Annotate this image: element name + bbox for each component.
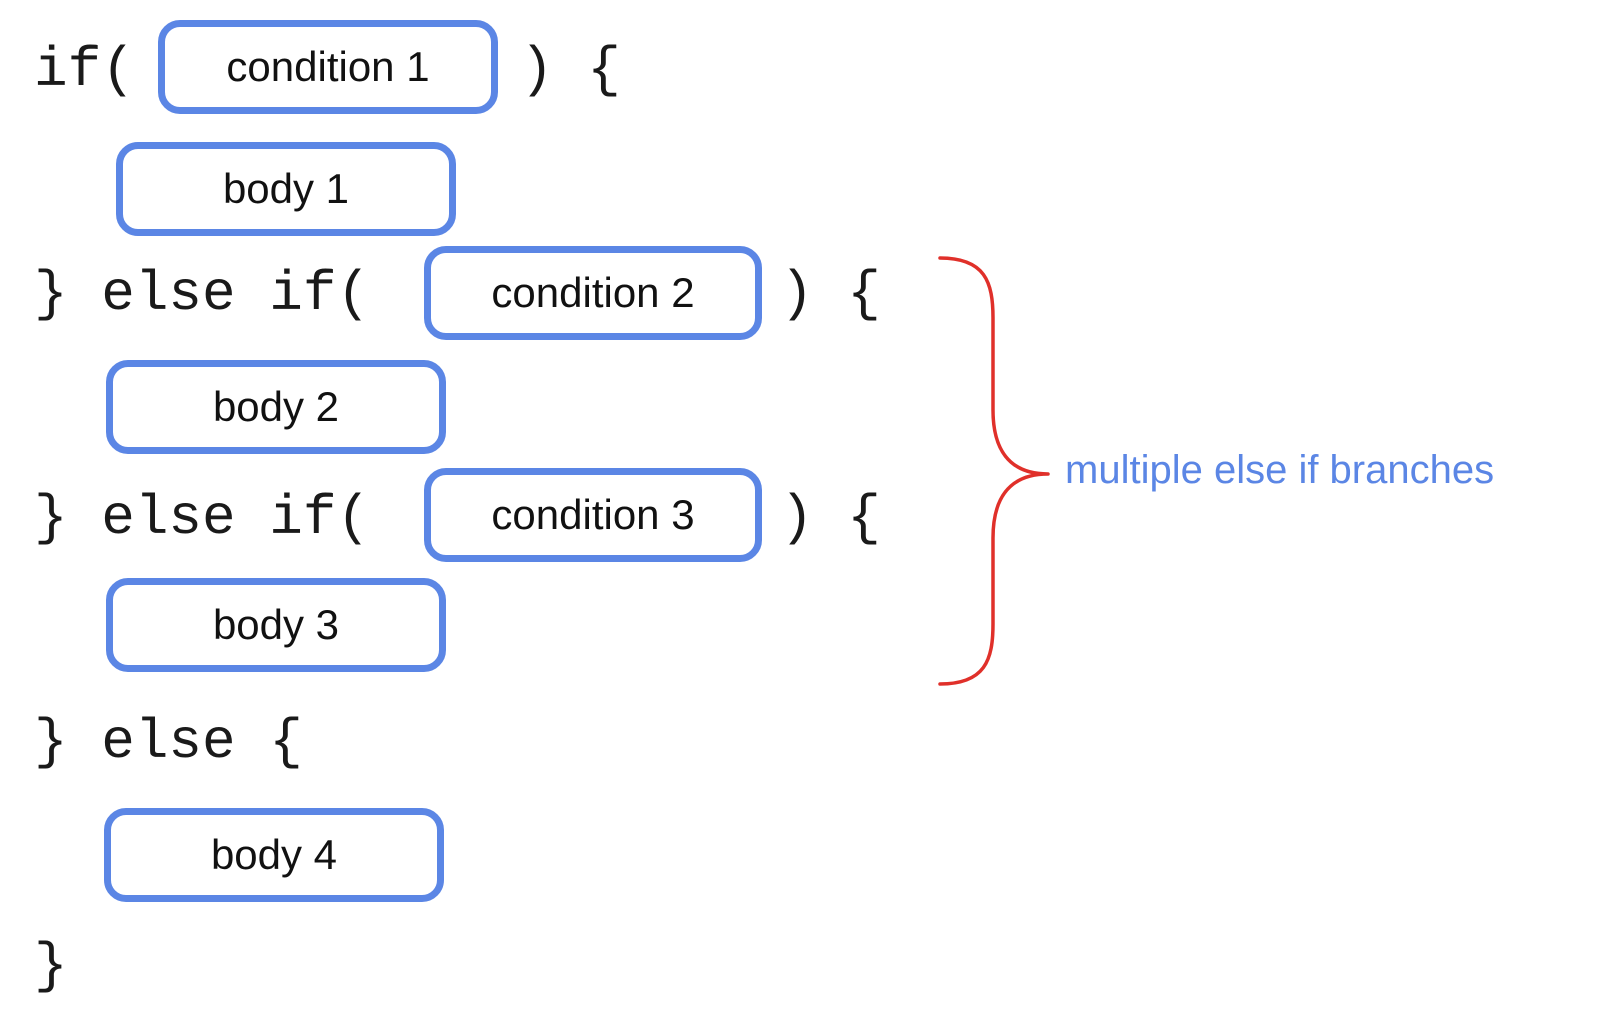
body-3-box: body 3 (106, 578, 446, 672)
else-if-1-close-paren-brace: ) { (780, 262, 881, 326)
else-keyword: } else { (34, 710, 303, 774)
body-2-box: body 2 (106, 360, 446, 454)
body-4-box: body 4 (104, 808, 444, 902)
else-if-2-close-paren-brace: ) { (780, 486, 881, 550)
condition-3-box: condition 3 (424, 468, 762, 562)
else-if-keyword-1: } else if( (34, 262, 371, 326)
if-close-paren-brace: ) { (520, 38, 621, 102)
curly-brace-path (938, 256, 1050, 686)
body-1-box: body 1 (116, 142, 456, 236)
if-keyword: if( (34, 38, 135, 102)
else-if-keyword-2: } else if( (34, 486, 371, 550)
condition-2-box: condition 2 (424, 246, 762, 340)
multiple-else-if-label: multiple else if branches (1065, 448, 1495, 492)
condition-1-box: condition 1 (158, 20, 498, 114)
final-close-brace: } (34, 934, 68, 998)
